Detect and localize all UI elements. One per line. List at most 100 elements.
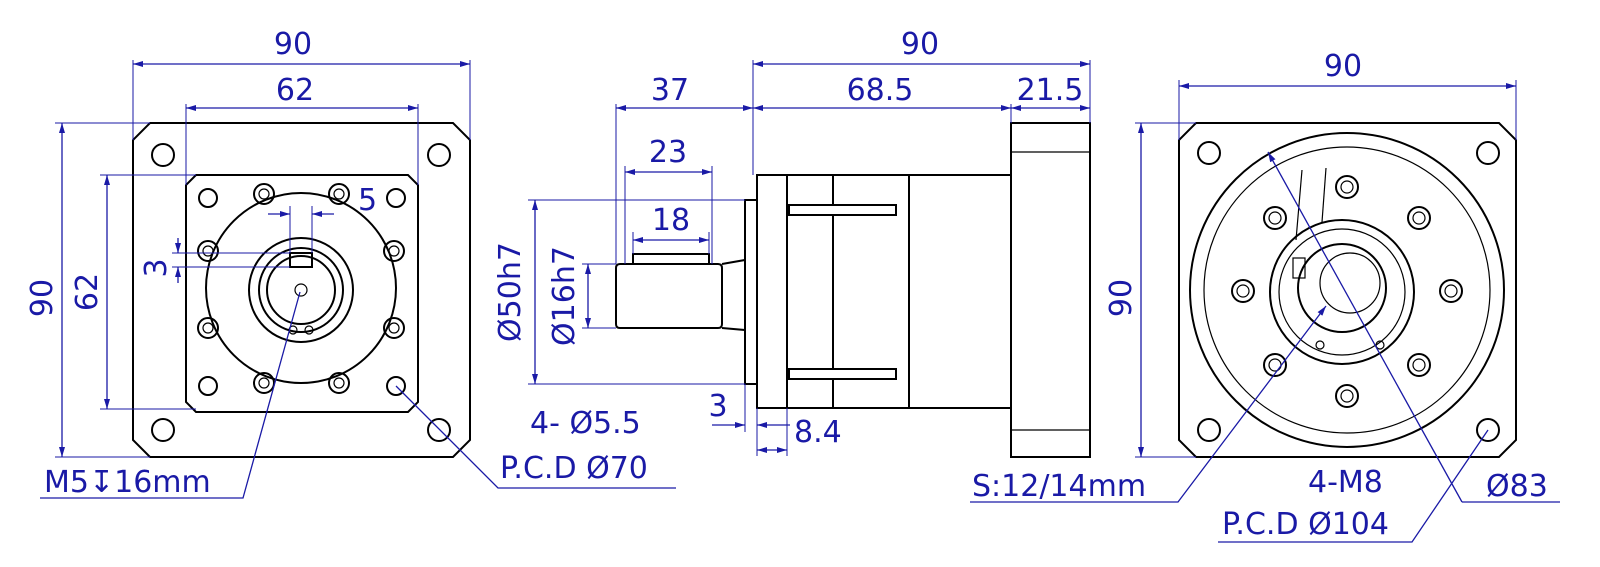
front-bolt-inner — [258, 188, 270, 200]
front-outer-flange — [132, 122, 471, 458]
front-bolt — [328, 372, 350, 394]
front-height-outer-label: 90 — [25, 279, 60, 317]
rear-web-line — [1295, 169, 1303, 241]
front-bolt — [383, 240, 405, 262]
rear-circle-dia: Ø83 — [1486, 469, 1548, 504]
front-bolt — [253, 183, 275, 205]
rear-bolt — [1439, 279, 1463, 303]
front-bolt-inner — [333, 377, 345, 389]
side-key-length-label: 18 — [652, 203, 690, 238]
front-height-inner-label: 62 — [70, 273, 105, 311]
rear-mount-hole-bl — [1197, 418, 1221, 442]
front-hole-note: 4- Ø5.5 — [530, 406, 641, 441]
side-body-length-label: 68.5 — [847, 73, 914, 108]
front-keyway — [289, 252, 313, 268]
front-plate-hole-tr — [386, 188, 406, 208]
rear-bolt-inner — [1340, 180, 1354, 194]
side-shaft-dia-label: Ø16h7 — [547, 246, 582, 346]
rear-input-bore — [1297, 243, 1387, 333]
side-bolt-stud-bottom-visible — [788, 368, 897, 380]
rear-bolt — [1335, 175, 1359, 199]
rear-outer-flange — [1178, 122, 1517, 458]
rear-bolt-inner — [1412, 211, 1426, 225]
rear-bore-note: S:12/14mm — [972, 469, 1146, 504]
rear-clamp-screw — [1315, 340, 1325, 350]
front-bolt-circle — [197, 183, 405, 394]
rear-mount-hole-br — [1476, 418, 1500, 442]
front-bolt-inner — [333, 188, 345, 200]
front-inner-plate — [185, 174, 419, 413]
rear-outer-circle — [1189, 132, 1505, 448]
side-flange-length-label: 21.5 — [1017, 73, 1084, 108]
side-front-flange — [756, 174, 788, 409]
front-bolt — [197, 317, 219, 339]
rear-width-label: 90 — [1324, 49, 1362, 84]
front-bolt — [253, 372, 275, 394]
front-view — [132, 122, 471, 458]
leader-pcd-70 — [395, 385, 676, 489]
rear-bolt — [1231, 279, 1255, 303]
front-seal-ring — [248, 237, 354, 343]
front-retainer — [304, 325, 314, 335]
rear-height-label: 90 — [1104, 279, 1139, 317]
front-key-width-label: 5 — [358, 183, 377, 218]
rear-bolt — [1407, 353, 1431, 377]
rear-mount-hole-tr — [1476, 141, 1500, 165]
rear-bolt-circle — [1231, 175, 1463, 408]
front-bolt-inner — [258, 377, 270, 389]
front-width-outer-label: 90 — [274, 27, 312, 62]
front-bolt-inner — [388, 245, 400, 257]
leader-tap-note — [40, 291, 301, 499]
rear-web-line — [1321, 167, 1327, 223]
side-flange-thickness-label: 8.4 — [794, 415, 842, 450]
side-shaft-length-label: 37 — [651, 73, 689, 108]
front-bolt-inner — [202, 245, 214, 257]
side-pilot-height-label: 3 — [708, 389, 727, 424]
front-width-inner-label: 62 — [276, 73, 314, 108]
side-overall-length-label: 90 — [901, 27, 939, 62]
rear-bore-inner — [1319, 252, 1381, 314]
rear-clamp-ring — [1269, 219, 1415, 365]
front-plate-hole-bl — [198, 376, 218, 396]
rear-clamp-slot — [1292, 257, 1306, 279]
side-pilot — [744, 199, 758, 385]
rear-bolt — [1263, 353, 1287, 377]
front-plate-hole-br — [386, 376, 406, 396]
rear-bolt — [1335, 384, 1359, 408]
rear-bolt-inner — [1444, 284, 1458, 298]
rear-bolt-inner — [1412, 358, 1426, 372]
side-pilot-dia-label: Ø50h7 — [493, 242, 528, 342]
front-dimensions: 90 62 90 62 5 3 M5↧16mm 4- Ø5.5 P.C.D Ø7… — [25, 27, 676, 500]
rear-view — [1178, 122, 1517, 458]
front-mount-hole-tl — [151, 143, 175, 167]
front-housing-circle — [205, 192, 397, 384]
front-bolt — [383, 317, 405, 339]
front-bolt — [328, 183, 350, 205]
rear-bolt-inner — [1268, 211, 1282, 225]
side-motor-flange — [1010, 122, 1091, 458]
rear-bolt-inner — [1236, 284, 1250, 298]
side-view — [615, 122, 1091, 458]
rear-pcd-note: P.C.D Ø104 — [1222, 507, 1389, 542]
rear-bolt-inner — [1268, 358, 1282, 372]
rear-inner-circle — [1203, 146, 1491, 434]
front-plate-hole-tl — [198, 188, 218, 208]
front-mount-hole-bl — [151, 418, 175, 442]
rear-bolt — [1407, 206, 1431, 230]
front-center-tap — [294, 283, 308, 297]
side-offset-label: 23 — [649, 135, 687, 170]
front-key-depth-label: 3 — [139, 258, 174, 277]
front-bearing-ring — [258, 247, 344, 333]
rear-tap-count: 4-M8 — [1308, 465, 1383, 500]
leader-bore-note — [970, 305, 1327, 503]
front-tap-note: M5↧16mm — [44, 465, 211, 500]
front-bolt-inner — [388, 322, 400, 334]
rear-bolt — [1263, 206, 1287, 230]
front-mount-hole-tr — [427, 143, 451, 167]
side-bolt-stud-top-visible — [788, 204, 897, 216]
rear-clamp-inner — [1278, 228, 1406, 356]
front-pcd-note: P.C.D Ø70 — [500, 451, 648, 486]
leader-circle-dia — [1267, 151, 1463, 503]
side-main-body — [908, 174, 1012, 409]
